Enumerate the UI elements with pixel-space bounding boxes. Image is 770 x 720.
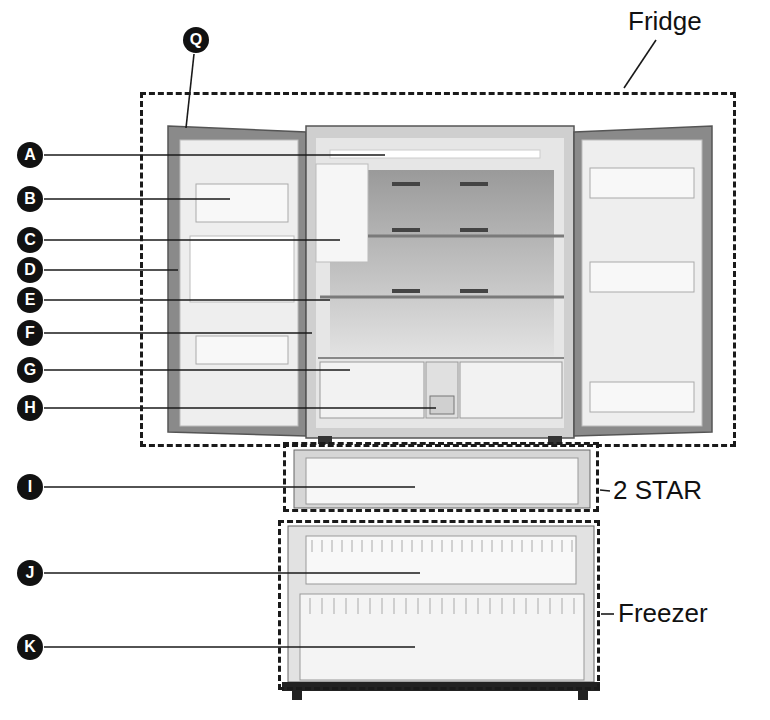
leader-line (44, 154, 385, 156)
foot (578, 690, 588, 700)
leader-line (186, 54, 194, 128)
leader-line (44, 572, 420, 574)
heading-leader (600, 490, 610, 491)
right-door (574, 126, 712, 436)
light-strip (330, 150, 540, 158)
door-frame (574, 126, 712, 436)
leader-line (44, 198, 230, 200)
freezer-drawers (282, 526, 600, 700)
crisper-drawer (460, 362, 562, 418)
callout-letter: Q (183, 27, 209, 53)
door-bin (196, 336, 288, 364)
leader-line (44, 646, 415, 648)
fridge-cabinet (306, 126, 574, 444)
humidity-control (430, 396, 454, 414)
crisper-cover (318, 357, 564, 359)
foot (292, 690, 302, 700)
basket-ribs (310, 598, 574, 614)
ice-box (190, 236, 294, 302)
drawer-bin (306, 458, 578, 504)
shelf-support (460, 182, 488, 186)
lower-basket (300, 594, 584, 680)
basket-ribs (312, 540, 572, 552)
leader-line (44, 239, 340, 241)
door-bin (196, 184, 288, 222)
cabinet-frame (306, 126, 574, 438)
leader-line (44, 299, 330, 301)
leader-line (44, 486, 415, 488)
region-heading: Freezer (618, 598, 708, 628)
shelf (368, 235, 564, 238)
region-heading: 2 STAR (613, 475, 702, 505)
shelf-support (392, 228, 420, 232)
shelf (320, 296, 564, 299)
drawer-frame (294, 450, 590, 508)
cabinet-liner (316, 138, 564, 428)
heading-leader (601, 613, 614, 615)
upper-basket (306, 536, 576, 584)
shelf-support (392, 289, 420, 293)
water-dispenser (316, 164, 368, 262)
callout-letter: H (17, 395, 43, 421)
callout-letter: G (17, 357, 43, 383)
callout-letter: B (17, 186, 43, 212)
leader-line (44, 369, 350, 371)
region-heading: Fridge (628, 6, 702, 36)
centre-drawer (426, 362, 458, 418)
callout-letter: I (17, 474, 43, 500)
heading-leader (624, 40, 656, 88)
two-star-region: 2 STAR (283, 442, 599, 512)
left-door (168, 126, 306, 436)
leader-line (44, 269, 178, 271)
callout-letter: E (17, 287, 43, 313)
callout-letter: J (17, 560, 43, 586)
two-star-drawer (294, 450, 590, 508)
leader-line (44, 407, 436, 409)
leader-line (44, 332, 312, 334)
door-bin (590, 382, 694, 412)
callout-letter: A (17, 142, 43, 168)
door-liner (180, 140, 298, 426)
callout-letter: D (17, 257, 43, 283)
freezer-frame (288, 526, 594, 682)
door-liner (582, 140, 702, 426)
shelf-support (392, 182, 420, 186)
door-frame (168, 126, 306, 436)
leader-lines (44, 40, 656, 647)
door-bin (590, 168, 694, 198)
callout-letter: F (17, 320, 43, 346)
shelf-support (460, 228, 488, 232)
callout-letter: C (17, 227, 43, 253)
shelf-support (460, 289, 488, 293)
callout-letter: K (17, 634, 43, 660)
fridge-region: Fridge (140, 92, 736, 447)
door-bin (590, 262, 694, 292)
freezer-region: Freezer (278, 520, 600, 690)
